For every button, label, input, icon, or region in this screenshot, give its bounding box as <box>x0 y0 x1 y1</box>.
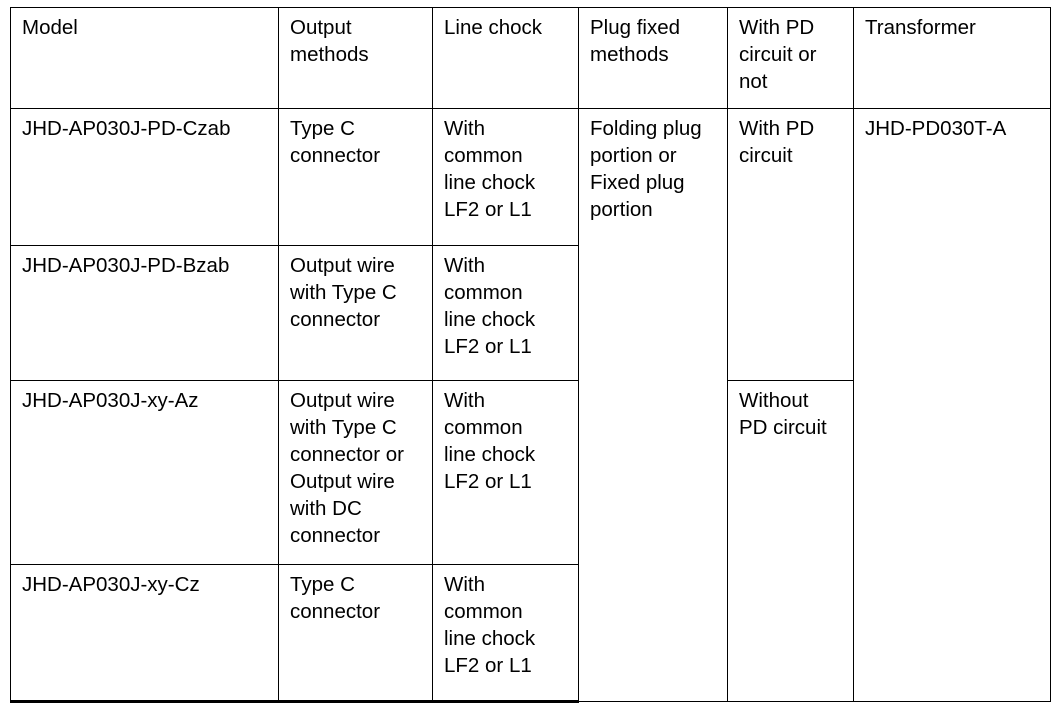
cell-model: JHD-AP030J-xy-Az <box>10 380 279 565</box>
cell-model-value: JHD-AP030J-xy-Az <box>22 389 199 412</box>
cell-model: JHD-AP030J-xy-Cz <box>10 564 279 703</box>
cell-line-chock-value: With common line chock LF2 or L1 <box>444 389 536 493</box>
table-row: JHD-AP030J-PD-Bzab Output wire with Type… <box>10 245 1051 381</box>
cell-line-chock-value: With common line chock LF2 or L1 <box>444 254 536 358</box>
column-header-output-methods: Output methods <box>278 7 433 109</box>
cell-output-methods-value: Type C connector <box>290 573 381 623</box>
cell-line-chock-value: With common line chock LF2 or L1 <box>444 117 536 221</box>
table-row: JHD-AP030J-xy-Az Output wire with Type C… <box>10 380 1051 702</box>
column-header-line-chock-label: Line chock <box>444 16 543 39</box>
cell-pd-circuit-without-merged: Without PD circuit <box>727 380 854 702</box>
column-header-model-label: Model <box>22 16 78 39</box>
cell-line-chock: With common line chock LF2 or L1 <box>432 108 579 246</box>
cell-line-chock: With common line chock LF2 or L1 <box>432 564 579 703</box>
column-header-pd-circuit-label: With PD circuit or not <box>739 16 817 93</box>
document-page: Model Output methods Line chock Plug fix… <box>10 7 1051 703</box>
cell-output-methods-value: Output wire with Type C connector <box>290 254 397 331</box>
table-row: JHD-AP030J-PD-Czab Type C connector With… <box>10 108 1051 702</box>
cell-pd-circuit-without-value: Without PD circuit <box>739 389 827 439</box>
column-header-plug-fixed-methods-label: Plug fixed methods <box>590 16 681 66</box>
product-spec-table: Model Output methods Line chock Plug fix… <box>10 7 1051 703</box>
column-header-model: Model <box>10 7 279 109</box>
cell-line-chock: With common line chock LF2 or L1 <box>432 245 579 381</box>
column-header-transformer-label: Transformer <box>865 16 976 39</box>
cell-model-value: JHD-AP030J-xy-Cz <box>22 573 200 596</box>
cell-output-methods: Type C connector <box>278 564 433 703</box>
column-header-plug-fixed-methods: Plug fixed methods <box>578 7 728 109</box>
cell-output-methods: Output wire with Type C connector <box>278 245 433 381</box>
column-header-output-methods-label: Output methods <box>290 16 369 66</box>
cell-output-methods: Output wire with Type C connector or Out… <box>278 380 433 565</box>
column-header-pd-circuit: With PD circuit or not <box>727 7 854 109</box>
cell-output-methods-value: Output wire with Type C connector or Out… <box>290 389 404 547</box>
cell-model-value: JHD-AP030J-PD-Czab <box>22 117 231 140</box>
cell-output-methods: Type C connector <box>278 108 433 246</box>
cell-model: JHD-AP030J-PD-Czab <box>10 108 279 246</box>
cell-transformer-value: JHD-PD030T-A <box>865 117 1007 140</box>
cell-model: JHD-AP030J-PD-Bzab <box>10 245 279 381</box>
cell-line-chock-value: With common line chock LF2 or L1 <box>444 573 536 677</box>
cell-output-methods-value: Type C connector <box>290 117 381 167</box>
column-header-line-chock: Line chock <box>432 7 579 109</box>
cell-pd-circuit-with-value: With PD circuit <box>739 117 815 167</box>
cell-line-chock: With common line chock LF2 or L1 <box>432 380 579 565</box>
cell-transformer-merged: JHD-PD030T-A <box>853 108 1051 702</box>
cell-pd-circuit-with-merged: With PD circuit <box>727 108 854 381</box>
cell-plug-fixed-methods-value: Folding plug portion or Fixed plug porti… <box>590 117 702 221</box>
table-header-row: Model Output methods Line chock Plug fix… <box>10 7 1051 109</box>
cell-plug-fixed-methods-merged: Folding plug portion or Fixed plug porti… <box>578 108 728 702</box>
cell-model-value: JHD-AP030J-PD-Bzab <box>22 254 230 277</box>
column-header-transformer: Transformer <box>853 7 1051 109</box>
